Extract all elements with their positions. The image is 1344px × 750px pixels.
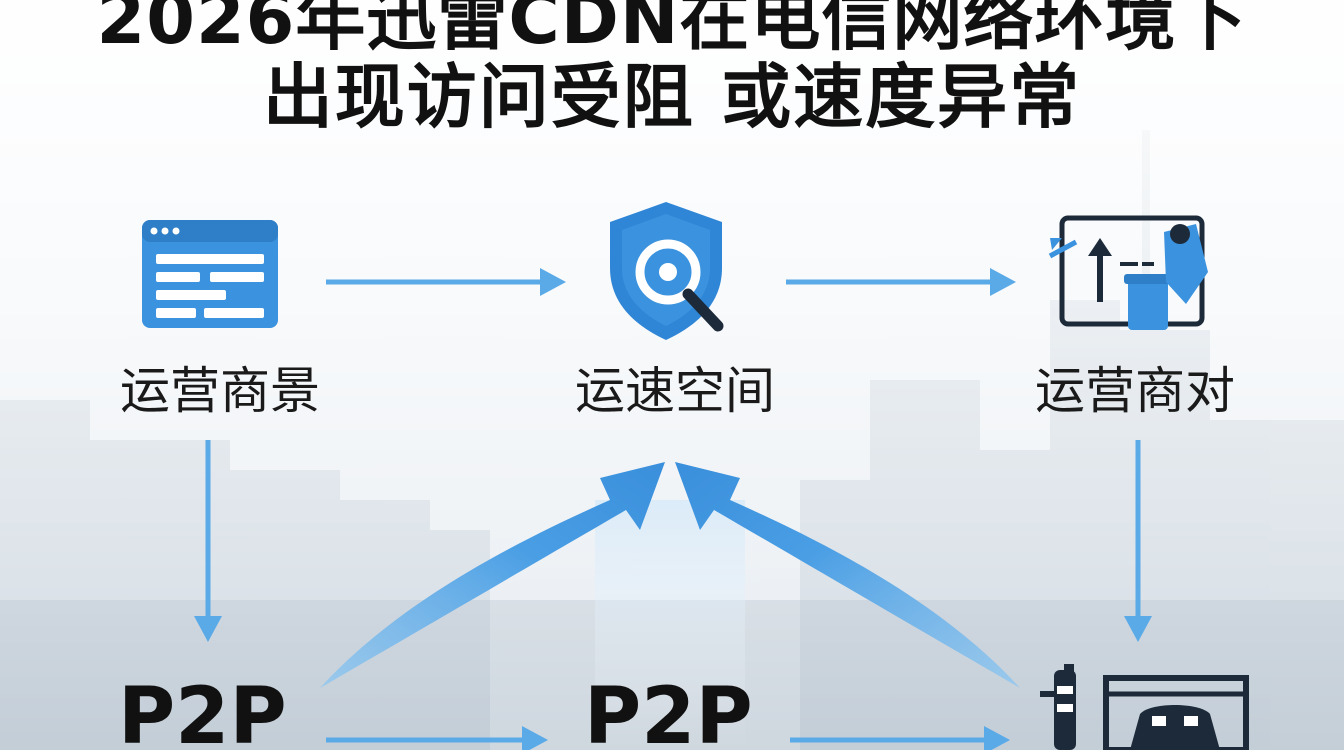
shield-search-icon bbox=[610, 202, 724, 340]
browser-window-icon bbox=[142, 220, 278, 328]
node-label-left: 运营商景 bbox=[120, 362, 320, 420]
node-label-right: 运营商对 bbox=[1035, 362, 1235, 420]
big-arrow-from-bottom-left bbox=[320, 462, 665, 688]
transport-station-icon bbox=[1040, 664, 1249, 750]
arrow-right-down bbox=[1124, 440, 1152, 642]
arrow-bottom-left-to-middle bbox=[326, 726, 548, 750]
p2p-label-middle: P2P bbox=[584, 672, 753, 750]
upload-board-icon bbox=[1048, 215, 1208, 330]
title-line-1: 2026年迅雷CDN在电信网络环境下 bbox=[96, 0, 1248, 60]
arrow-left-to-middle bbox=[326, 268, 566, 296]
arrow-middle-to-right bbox=[786, 268, 1016, 296]
title-line-2: 出现访问受阻 或速度异常 bbox=[262, 56, 1082, 138]
p2p-label-left: P2P bbox=[118, 672, 287, 750]
arrow-left-down bbox=[194, 440, 222, 642]
arrow-bottom-middle-to-right bbox=[790, 726, 1010, 750]
node-label-middle: 运速空间 bbox=[575, 362, 775, 420]
big-arrow-from-bottom-right bbox=[675, 462, 1020, 688]
